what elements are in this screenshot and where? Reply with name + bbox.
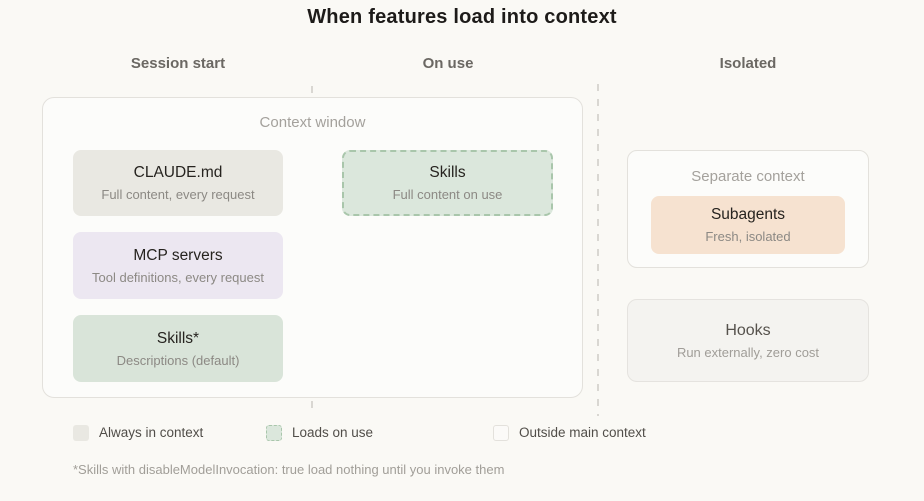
subagents-title: Subagents xyxy=(710,206,786,223)
skills-on-use-title: Skills xyxy=(429,164,466,181)
column-header-session-start: Session start xyxy=(130,55,226,72)
mcp-servers-card: MCP servers Tool definitions, every requ… xyxy=(73,232,283,299)
outside-main-context-swatch-icon xyxy=(493,424,509,441)
legend-label-loads-on-use: Loads on use xyxy=(292,425,374,440)
skills-on-use-subtitle: Full content on use xyxy=(392,187,503,202)
legend-label-always: Always in context xyxy=(99,425,204,440)
skills-default-subtitle: Descriptions (default) xyxy=(116,352,240,368)
separate-context-label: Separate context xyxy=(691,168,805,185)
legend-label-outside: Outside main context xyxy=(519,425,646,440)
subagents-subtitle: Fresh, isolated xyxy=(705,229,791,244)
always-in-context-swatch-icon xyxy=(73,424,89,441)
claude-md-title: CLAUDE.md xyxy=(133,164,223,181)
skills-default-title: Skills* xyxy=(156,329,200,347)
legend-item-always-in-context: Always in context xyxy=(73,424,203,441)
context-window-label: Context window xyxy=(259,114,366,131)
column-divider-right xyxy=(597,84,599,416)
claude-md-card: CLAUDE.md Full content, every request xyxy=(73,150,283,216)
page-title: When features load into context xyxy=(307,6,617,28)
hooks-subtitle: Run externally, zero cost xyxy=(676,344,820,360)
loads-on-use-swatch-icon xyxy=(266,424,282,441)
column-header-on-use: On use xyxy=(422,55,474,72)
legend: Always in context Loads on use Outside m… xyxy=(0,424,924,442)
hooks-title: Hooks xyxy=(725,321,771,339)
skills-default-card: Skills* Descriptions (default) xyxy=(73,315,283,382)
skills-footnote: *Skills with disableModelInvocation: tru… xyxy=(73,462,505,477)
skills-on-use-card: Skills Full content on use xyxy=(342,150,553,216)
legend-item-outside-main-context: Outside main context xyxy=(493,424,646,441)
mcp-servers-title: MCP servers xyxy=(133,246,223,264)
claude-md-subtitle: Full content, every request xyxy=(101,187,255,202)
subagents-card: Subagents Fresh, isolated xyxy=(651,196,845,254)
column-header-isolated: Isolated xyxy=(719,55,777,72)
mcp-servers-subtitle: Tool definitions, every request xyxy=(92,269,264,285)
hooks-card: Hooks Run externally, zero cost xyxy=(627,299,869,382)
legend-item-loads-on-use: Loads on use xyxy=(266,424,373,441)
